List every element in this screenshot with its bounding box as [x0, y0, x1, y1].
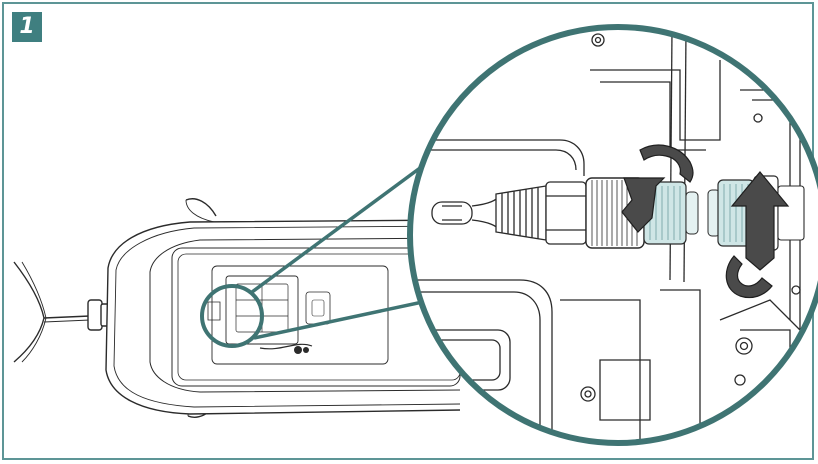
callout-zoom-ring	[407, 24, 818, 446]
curved-arrow-down-icon	[621, 144, 694, 233]
callout-source-circle	[200, 284, 264, 348]
outer-hull	[105, 219, 461, 415]
curved-arrow-up-icon	[725, 171, 790, 299]
step-number-badge: 1	[12, 12, 42, 42]
tail-fin	[13, 261, 45, 363]
shaft-knob	[87, 299, 103, 331]
callout-connector-lines	[250, 166, 433, 340]
device-body	[13, 198, 461, 418]
zoom-detail	[410, 27, 818, 443]
